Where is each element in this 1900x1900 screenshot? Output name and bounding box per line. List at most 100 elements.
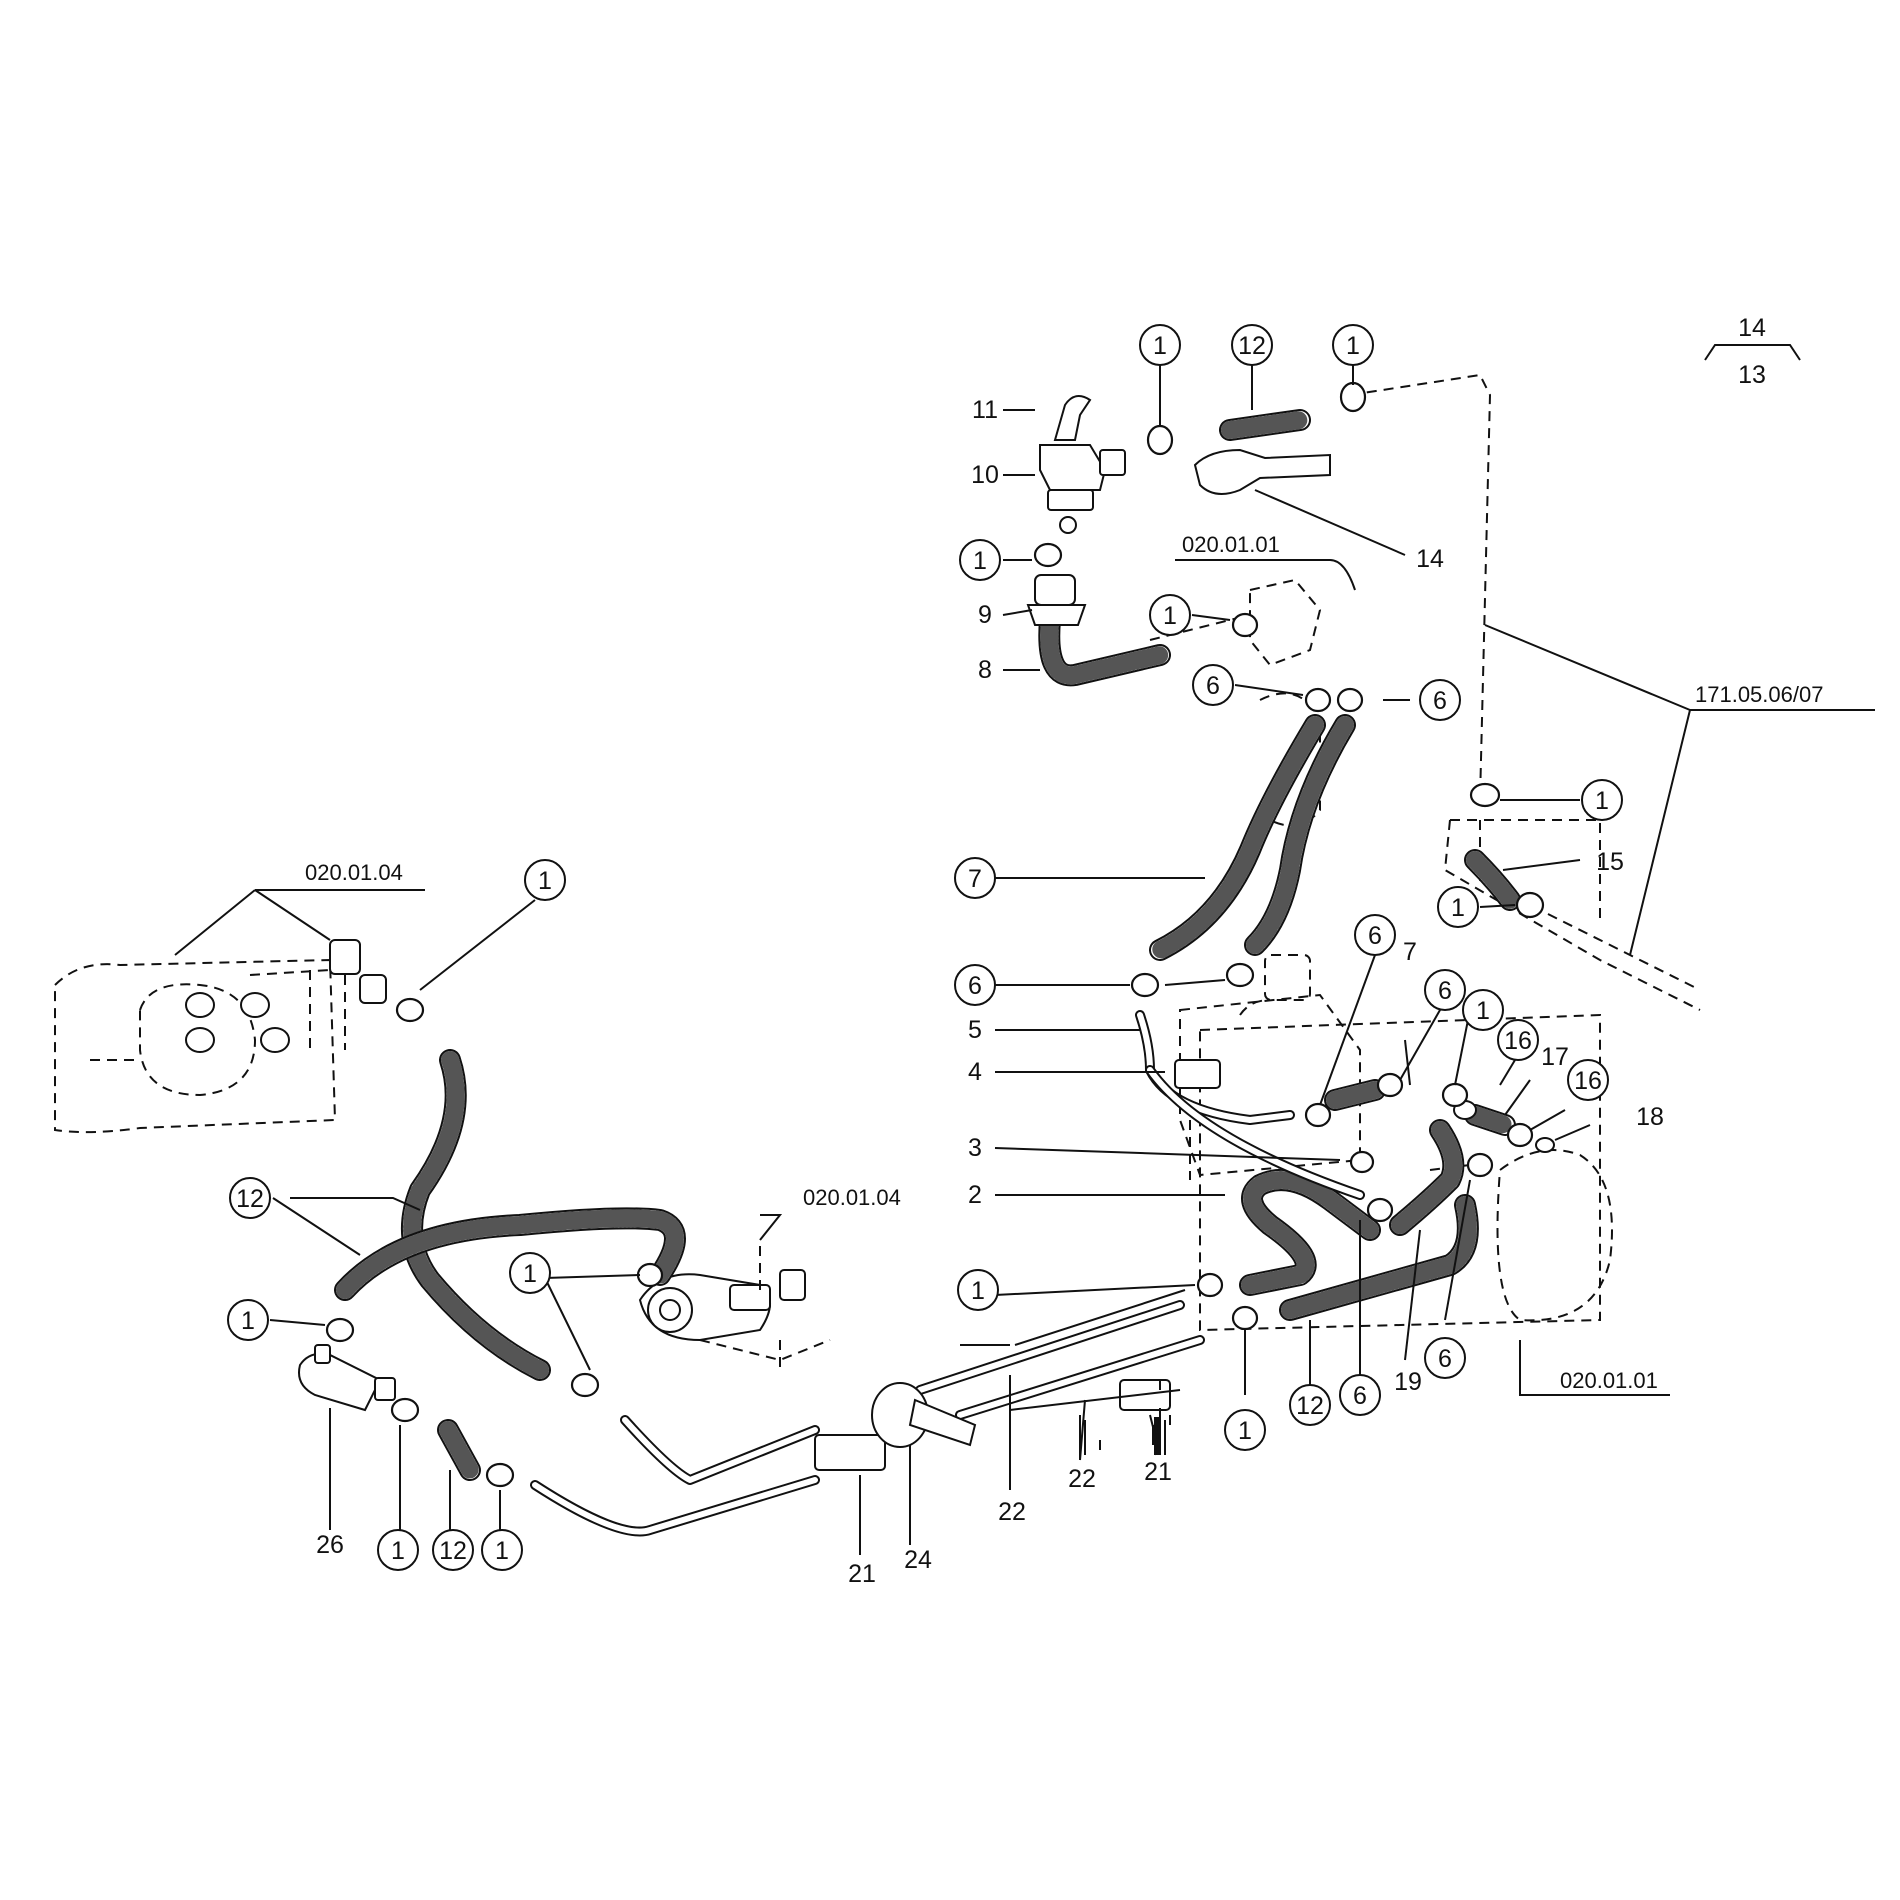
label-2: 2 xyxy=(968,1181,982,1209)
callout-c11: 6 xyxy=(954,964,996,1006)
label-22-left: 22 xyxy=(998,1498,1026,1526)
label-15: 15 xyxy=(1596,848,1624,876)
svg-text:6: 6 xyxy=(1433,687,1447,715)
callout-c5: 1 xyxy=(1149,594,1191,636)
ref-020-01-01-top: 020.01.01 xyxy=(1182,532,1280,557)
svg-text:1: 1 xyxy=(973,547,987,575)
svg-text:16: 16 xyxy=(1504,1027,1532,1055)
dashed-line-upper-right xyxy=(1349,373,1492,801)
svg-text:1: 1 xyxy=(391,1537,405,1565)
small-parts xyxy=(298,395,1555,1471)
callout-c17: 1 xyxy=(524,859,566,901)
svg-text:16: 16 xyxy=(1574,1067,1602,1095)
callout-c13: 6 xyxy=(1424,969,1466,1011)
hose-clamps xyxy=(325,381,1545,1488)
svg-text:7: 7 xyxy=(968,865,982,893)
callout-c12: 6 xyxy=(1354,914,1396,956)
label-10: 10 xyxy=(971,461,999,489)
ref-171-05-06-07: 171.05.06/07 xyxy=(1695,682,1823,707)
svg-text:6: 6 xyxy=(1438,977,1452,1005)
label-19: 19 xyxy=(1394,1368,1422,1396)
label-24: 24 xyxy=(904,1546,932,1574)
callout-c24: 1 xyxy=(377,1529,419,1571)
ref-020-01-04-pump: 020.01.04 xyxy=(803,1185,901,1210)
pipes xyxy=(530,1010,1365,1537)
svg-text:12: 12 xyxy=(1238,332,1266,360)
label-5: 5 xyxy=(968,1016,982,1044)
callout-c4: 1 xyxy=(959,539,1001,581)
callout-c8: 1 xyxy=(1581,779,1623,821)
label-26: 26 xyxy=(316,1531,344,1559)
label-7: 7 xyxy=(1403,938,1417,966)
label-9: 9 xyxy=(978,601,992,629)
svg-text:1: 1 xyxy=(1163,602,1177,630)
callout-c25: 12 xyxy=(432,1529,474,1571)
legend-bracket xyxy=(1704,344,1801,361)
callout-c28: 1 xyxy=(481,1529,523,1571)
legend-top: 14 xyxy=(1738,314,1766,342)
ref-020-01-01-bottom: 020.01.01 xyxy=(1560,1368,1658,1393)
svg-text:6: 6 xyxy=(968,972,982,1000)
svg-text:1: 1 xyxy=(1451,894,1465,922)
svg-text:12: 12 xyxy=(439,1537,467,1565)
label-3: 3 xyxy=(968,1134,982,1162)
leader-lines xyxy=(174,365,1875,1555)
label-22-right: 22 xyxy=(1068,1465,1096,1493)
callout-c27: 6 xyxy=(1424,1337,1466,1379)
svg-text:6: 6 xyxy=(1353,1382,1367,1410)
callout-c2: 12 xyxy=(1231,324,1273,366)
svg-text:1: 1 xyxy=(971,1277,985,1305)
callout-c9: 7 xyxy=(954,857,996,899)
callout-c10: 1 xyxy=(1437,886,1479,928)
callout-c3: 1 xyxy=(1332,324,1374,366)
circled-callouts: 1 12 1 1 1 6 6 1 7 1 6 6 6 1 16 16 1 12 … xyxy=(227,324,1623,1571)
reservoir-right xyxy=(1179,954,1361,1177)
svg-text:12: 12 xyxy=(236,1185,264,1213)
svg-text:1: 1 xyxy=(495,1537,509,1565)
label-21-left: 21 xyxy=(848,1560,876,1588)
hoses xyxy=(334,409,1521,1481)
label-21-right: 21 xyxy=(1144,1458,1172,1486)
callout-c22: 12 xyxy=(1289,1384,1331,1426)
svg-text:1: 1 xyxy=(1153,332,1167,360)
callout-c23: 1 xyxy=(1224,1409,1266,1451)
svg-text:1: 1 xyxy=(241,1307,255,1335)
callout-c1: 1 xyxy=(1139,324,1181,366)
callout-c16: 16 xyxy=(1567,1059,1609,1101)
callout-c26: 6 xyxy=(1339,1374,1381,1416)
svg-text:6: 6 xyxy=(1206,672,1220,700)
label-17: 17 xyxy=(1541,1043,1569,1071)
callout-c14: 1 xyxy=(1462,989,1504,1031)
label-4: 4 xyxy=(968,1058,982,1086)
dashed-line-mid xyxy=(1149,614,1251,641)
callout-c15: 16 xyxy=(1497,1019,1539,1061)
svg-text:6: 6 xyxy=(1368,922,1382,950)
engine-block-left xyxy=(54,958,346,1134)
water-pump xyxy=(638,1240,831,1370)
svg-text:1: 1 xyxy=(1595,787,1609,815)
label-11: 11 xyxy=(972,396,998,424)
svg-text:1: 1 xyxy=(1476,997,1490,1025)
engine-ports-left xyxy=(185,939,387,1053)
legend-bottom: 13 xyxy=(1738,361,1766,389)
svg-text:6: 6 xyxy=(1438,1345,1452,1373)
label-18: 18 xyxy=(1636,1103,1664,1131)
label-14: 14 xyxy=(1416,545,1444,573)
callout-c21: 1 xyxy=(957,1269,999,1311)
part-labels: 11 10 9 8 14 7 5 4 3 2 15 17 18 26 21 24… xyxy=(316,396,1664,1588)
callout-c20: 1 xyxy=(227,1299,269,1341)
reference-labels: 020.01.01 171.05.06/07 020.01.04 020.01.… xyxy=(305,314,1823,1393)
ref-020-01-04-left: 020.01.04 xyxy=(305,860,403,885)
callout-c6: 6 xyxy=(1192,664,1234,706)
label-8: 8 xyxy=(978,656,992,684)
callout-c19: 1 xyxy=(509,1252,551,1294)
svg-text:1: 1 xyxy=(538,867,552,895)
svg-text:1: 1 xyxy=(1238,1417,1252,1445)
callout-c18: 12 xyxy=(229,1177,271,1219)
callout-c7: 6 xyxy=(1419,679,1461,721)
svg-text:1: 1 xyxy=(523,1260,537,1288)
svg-text:1: 1 xyxy=(1346,332,1360,360)
svg-text:12: 12 xyxy=(1296,1392,1324,1420)
